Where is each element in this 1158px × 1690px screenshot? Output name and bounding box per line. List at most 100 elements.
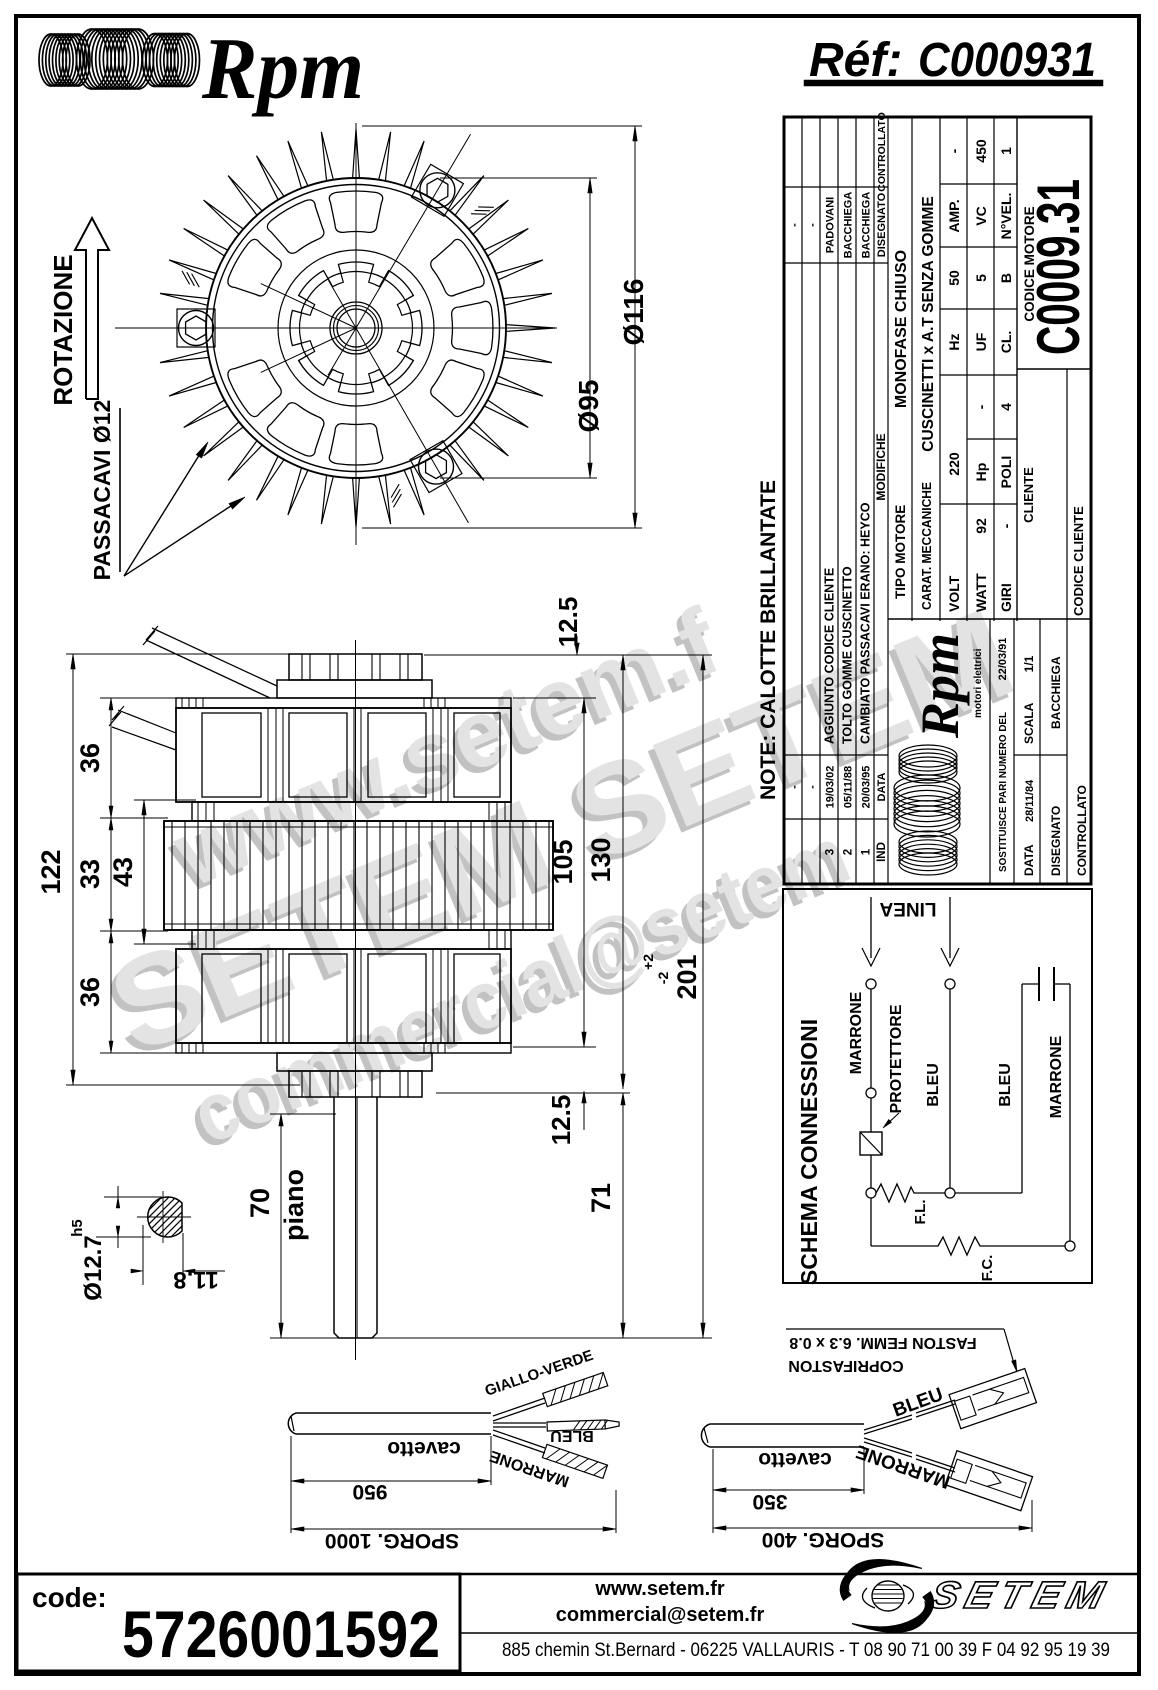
- svg-text:201: 201: [672, 954, 702, 999]
- svg-text:CONTROLLATO: CONTROLLATO: [1075, 785, 1089, 876]
- svg-text:BACCHIEGA: BACCHIEGA: [1049, 656, 1063, 729]
- svg-text:19/03/02: 19/03/02: [825, 766, 837, 809]
- svg-text:Rpm: Rpm: [910, 633, 970, 739]
- svg-text:CUSCINETTI x A.T SENZA GOMME: CUSCINETTI x A.T SENZA GOMME: [920, 196, 937, 451]
- svg-text:GIRI: GIRI: [998, 583, 1014, 612]
- svg-text:71: 71: [586, 1183, 616, 1213]
- svg-text:VC: VC: [973, 206, 989, 225]
- svg-text:NOTE: CALOTTE BRILLANTATE: NOTE: CALOTTE BRILLANTATE: [757, 480, 780, 800]
- svg-text:CODICE MOTORE: CODICE MOTORE: [1022, 206, 1037, 321]
- svg-text:N°VEL.: N°VEL.: [998, 193, 1014, 240]
- svg-text:-: -: [807, 785, 819, 789]
- svg-text:VOLT: VOLT: [946, 575, 962, 612]
- svg-text:220: 220: [946, 452, 962, 476]
- svg-text:Hp: Hp: [973, 463, 989, 482]
- svg-text:-: -: [998, 523, 1014, 528]
- svg-text:F.C.: F.C.: [979, 1255, 996, 1282]
- svg-text:MONOFASE CHIUSO: MONOFASE CHIUSO: [893, 250, 910, 408]
- svg-text:CODICE CLIENTE: CODICE CLIENTE: [1071, 506, 1086, 616]
- svg-text:UF: UF: [973, 332, 989, 351]
- svg-text:MODIFICHE: MODIFICHE: [874, 433, 888, 500]
- svg-text:3: 3: [825, 849, 837, 855]
- svg-text:1: 1: [861, 848, 873, 855]
- svg-text:CONTROLLATO: CONTROLLATO: [876, 112, 888, 192]
- svg-text:36: 36: [75, 977, 105, 1007]
- svg-text:43: 43: [108, 857, 138, 887]
- svg-text:885 chemin St.Bernard - 0622: 885 chemin St.Bernard - 06225 VALLAURIS …: [502, 1640, 1110, 1661]
- svg-text:950: 950: [352, 1480, 387, 1503]
- svg-text:28/11/84: 28/11/84: [1024, 779, 1036, 822]
- svg-text:12.5: 12.5: [553, 597, 583, 648]
- svg-text:piano: piano: [279, 1169, 309, 1241]
- svg-text:5: 5: [973, 274, 989, 282]
- svg-text:code:: code:: [32, 1582, 107, 1613]
- svg-text:11.8: 11.8: [173, 1266, 218, 1293]
- svg-text:33: 33: [75, 859, 105, 889]
- svg-text:AMP.: AMP.: [946, 199, 962, 232]
- svg-text:AGGIUNTO CODICE CLIENTE: AGGIUNTO CODICE CLIENTE: [823, 568, 837, 744]
- svg-text:CAMBIATO PASSACAVI ERANO: HEYC: CAMBIATO PASSACAVI ERANO: HEYCO: [859, 502, 873, 744]
- svg-text:commercial@setem.fr: commercial@setem.fr: [556, 1604, 765, 1626]
- svg-text:C0009.31: C0009.31: [1025, 179, 1092, 355]
- svg-text:Réf:: Réf:: [809, 34, 902, 87]
- svg-text:MARRONE: MARRONE: [848, 991, 865, 1074]
- svg-text:BLEU: BLEU: [550, 1427, 594, 1444]
- svg-text:450: 450: [973, 139, 989, 163]
- svg-text:MARRONE: MARRONE: [1048, 1035, 1065, 1118]
- svg-text:DISEGNATO: DISEGNATO: [1049, 806, 1063, 876]
- svg-text:SOSTITUISCE PARI NUMERO DEL: SOSTITUISCE PARI NUMERO DEL: [998, 712, 1009, 872]
- svg-text:92: 92: [973, 518, 989, 534]
- svg-text:SETEM: SETEM: [926, 1575, 1115, 1617]
- svg-text:DATA: DATA: [876, 772, 888, 801]
- svg-text:Ø12.7: Ø12.7: [80, 1235, 107, 1300]
- svg-text:-: -: [946, 148, 962, 153]
- svg-text:IND: IND: [876, 842, 888, 862]
- svg-text:DATA: DATA: [1022, 844, 1036, 876]
- svg-text:4: 4: [998, 403, 1014, 411]
- svg-text:SCALA: SCALA: [1022, 702, 1036, 744]
- svg-text:PROTETTORE: PROTETTORE: [888, 1004, 905, 1113]
- svg-text:1/1: 1/1: [1022, 655, 1036, 672]
- svg-text:70: 70: [245, 1188, 275, 1218]
- svg-text:-: -: [789, 785, 801, 789]
- svg-text:PADOVANI: PADOVANI: [825, 197, 837, 253]
- svg-text:1: 1: [998, 147, 1014, 155]
- svg-text:COPRIFASTON: COPRIFASTON: [788, 1357, 903, 1374]
- svg-text:ROTAZIONE: ROTAZIONE: [48, 254, 78, 405]
- svg-text:+2: +2: [640, 954, 656, 970]
- svg-text:B: B: [998, 273, 1014, 283]
- svg-text:5726001592: 5726001592: [122, 1597, 440, 1671]
- svg-text:-: -: [789, 223, 801, 227]
- svg-text:CLIENTE: CLIENTE: [1021, 467, 1036, 523]
- svg-text:350: 350: [752, 1490, 787, 1513]
- svg-text:C000931: C000931: [918, 34, 1096, 87]
- svg-text:CARAT. MECCANICHE: CARAT. MECCANICHE: [920, 482, 934, 610]
- svg-text:2: 2: [843, 849, 855, 855]
- svg-text:WATT: WATT: [973, 573, 989, 612]
- svg-text:h5: h5: [69, 1219, 86, 1237]
- svg-text:Ø116: Ø116: [618, 279, 649, 346]
- svg-text:PASSACAVI Ø12: PASSACAVI Ø12: [89, 400, 115, 581]
- svg-text:BLEU: BLEU: [925, 1063, 942, 1107]
- svg-text:TOLTO GOMME CUSCINETTO: TOLTO GOMME CUSCINETTO: [841, 566, 855, 744]
- svg-text:motori elettrici: motori elettrici: [973, 648, 984, 718]
- svg-text:22/03/91: 22/03/91: [997, 638, 1009, 681]
- svg-text:SPORG. 1000: SPORG. 1000: [325, 1529, 459, 1552]
- svg-text:POLI: POLI: [998, 456, 1014, 489]
- svg-text:LINEA: LINEA: [879, 898, 936, 919]
- svg-text:BACCHIEGA: BACCHIEGA: [861, 192, 873, 259]
- svg-text:SPORG. 400: SPORG. 400: [762, 1528, 885, 1551]
- svg-text:TIPO MOTORE: TIPO MOTORE: [893, 505, 908, 599]
- svg-text:-: -: [973, 404, 989, 409]
- svg-text:105: 105: [548, 839, 578, 884]
- svg-text:BACCHIEGA: BACCHIEGA: [843, 192, 855, 259]
- svg-text:cavetto: cavetto: [387, 1437, 461, 1460]
- svg-text:05/11/88: 05/11/88: [843, 766, 855, 808]
- svg-text:cavetto: cavetto: [758, 1448, 832, 1471]
- svg-text:20/03/95: 20/03/95: [861, 766, 873, 809]
- svg-text:130: 130: [586, 837, 616, 882]
- svg-text:50: 50: [946, 270, 962, 286]
- svg-text:Hz: Hz: [946, 333, 962, 350]
- svg-text:BLEU: BLEU: [997, 1063, 1014, 1107]
- svg-text:36: 36: [75, 743, 105, 773]
